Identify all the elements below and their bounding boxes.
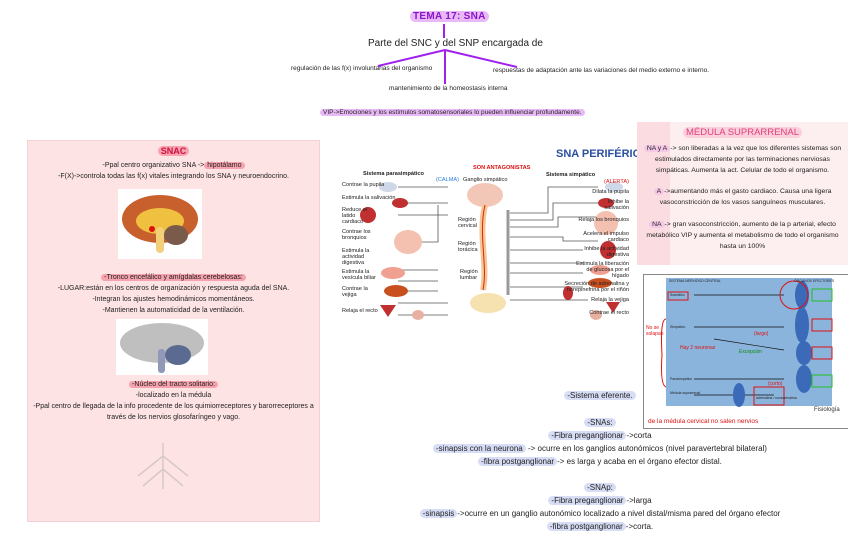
simp-effect: Estimula la liberación de glucosa por el…: [576, 261, 629, 279]
simp-effect: Contrae el recto: [589, 310, 629, 316]
snas-line: -sinapsis con la neurona -> ocurre en lo…: [380, 444, 820, 453]
ganglio-label: Ganglio simpático: [463, 177, 508, 183]
tronco-line: -LUGAR:están en los centros de organizac…: [57, 285, 290, 292]
nucleo-line: -Ppal centro de llegada de la info proce…: [33, 403, 314, 410]
nucleo-line: través de los nervios glosofaríngeo y va…: [106, 414, 241, 421]
branch-regulacion: regulación de las f(x) involuntarias del…: [291, 65, 433, 72]
mindmap-connectors: [377, 24, 518, 84]
para-effect: Estimula la vesícula biliar: [342, 269, 376, 281]
caption-red: de la médula cervical no salen nervios: [648, 418, 759, 425]
snap-line: -Fibra preganglionar->larga: [380, 496, 820, 505]
medula-title: MÉDULA SUPRARRENAL: [683, 127, 802, 138]
snap-title: -SNAp:: [584, 483, 616, 492]
snap-line: -fibra postganglionar->corta.: [380, 522, 820, 531]
snas-line: -fibra postganglionar-> es larga y acaba…: [380, 457, 820, 466]
antagonistas-label: SON ANTAGONISTAS: [473, 165, 531, 171]
region-label: Región cervical: [458, 217, 477, 229]
medula-content: MÉDULA SUPRARRENAL NA y A-> son liberada…: [637, 122, 848, 265]
annotation: (largo): [754, 331, 769, 337]
vip-note: VIP->Emociones y los estímulos somatosen…: [320, 109, 585, 116]
sna-periferico-diagram: SON ANTAGONISTAS Sistema parasimpático S…: [338, 165, 633, 320]
simp-effect: Inhibe la actividad digestiva: [584, 246, 629, 258]
snac-title: SNAC: [157, 146, 190, 156]
medula-text: simpáticas. Aumenta la act. Celular de t…: [655, 167, 830, 174]
nucleo-heading: -Núcleo del tracto solitario:: [129, 381, 218, 388]
sna-diagram-graphics: [360, 182, 623, 320]
para-effect: Contrae la pupila: [342, 182, 385, 188]
annotation: adrenalina / noradrenalina: [756, 396, 797, 400]
annotation: (corto): [768, 381, 783, 387]
figure-row: Médula suprarrenal: [670, 391, 701, 395]
figure-row: Simpático: [670, 325, 686, 329]
hipotalamo-highlight: hipotálamo: [204, 162, 245, 169]
nerve-sketch-image: [137, 443, 189, 489]
figure-row: Parasimpático: [670, 377, 693, 381]
na-a-tag: NA y A: [643, 145, 671, 152]
simp-effect: Inhibe la salivación: [604, 199, 629, 211]
page-title: TEMA 17: SNA: [410, 11, 489, 22]
annotation: Hay 2 neuronas: [680, 345, 716, 351]
efferent-figure: SISTEMA NERVIOSO CENTRAL ÓRGANOS EFECTOR…: [643, 274, 848, 429]
brainstem-image: [116, 319, 208, 375]
figure-header-left: SISTEMA NERVIOSO CENTRAL: [669, 279, 721, 283]
figure-graphics: [661, 280, 833, 407]
simp-effect: Dilata la pupila: [592, 189, 629, 195]
a-tag: A: [653, 188, 665, 195]
calma-label: (CALMA): [436, 177, 459, 183]
simp-effect: Secreción de adrenalina y norepinefrina …: [564, 281, 629, 293]
na-tag: NA: [649, 221, 665, 228]
para-effect: Relaja el recto: [342, 308, 378, 314]
medula-text: metabólico VIP y aumenta el metabolismo …: [646, 232, 839, 239]
simp-effect: Relaja la vejiga: [591, 297, 629, 303]
subtitle: Parte del SNC y del SNP encargada de: [368, 38, 543, 49]
para-effect: Contrae los bronquios: [342, 229, 371, 241]
parasimpatico-label: Sistema parasimpático: [363, 171, 424, 177]
simp-effect: Acelera el impulso cardiaco: [583, 231, 629, 243]
branch-respuestas: respuestas de adaptación ante las variac…: [493, 67, 710, 74]
region-label: Región lumbar: [460, 269, 478, 281]
snas-line: -Fibra preganglionar->corta: [380, 431, 820, 440]
figure-row: Somático: [670, 293, 685, 297]
medula-text: -> son liberadas a la vez que los difere…: [670, 145, 842, 152]
simpatico-label: Sistema simpático: [546, 172, 596, 178]
snac-line1: -Ppal centro organizativo SNA ->: [102, 162, 205, 169]
brain-sagittal-image: [118, 189, 202, 259]
region-label: Región torácica: [458, 241, 478, 253]
para-effect: Reduce el latido cardiaco: [342, 207, 368, 225]
figure-header-right: ÓRGANOS EFECTORES: [794, 279, 835, 283]
para-effect: Contrae la vejiga: [342, 286, 368, 298]
medula-text: -> gran vasoconstricción, aumento de la …: [664, 221, 836, 228]
snac-line2: -F(X)->controla todas las f(x) vitales i…: [58, 173, 289, 180]
figure-credit: Fisiología: [814, 407, 840, 413]
nucleo-line: -localizado en la médula: [135, 392, 212, 399]
para-effect: Estimula la actividad digestiva: [342, 248, 370, 266]
medula-text: vasoconstricción de los vasos sanguíneos…: [659, 199, 826, 206]
annotation: No se solapan: [646, 325, 664, 337]
alerta-label: (ALERTA): [604, 179, 629, 185]
tronco-line: -Mantienen la automaticidad de la ventil…: [102, 307, 245, 314]
eferente-title: -Sistema eferente.: [564, 391, 636, 400]
sna-periferico-title: SNA PERIFÉRICO: [556, 148, 650, 160]
simp-effect: Relaja los bronquios: [578, 217, 629, 223]
snac-panel: SNAC -Ppal centro organizativo SNA ->hip…: [27, 140, 320, 522]
branch-homeostasis: mantenimiento de la homeostasis interna: [389, 85, 508, 92]
tronco-heading: -Tronco encefálico y amígdalas cerebelos…: [101, 274, 246, 281]
medula-text: estimulados directamente por las termina…: [655, 156, 830, 163]
medula-text: hasta un 100%: [719, 243, 766, 250]
para-effect: Estimula la salivación: [342, 195, 396, 201]
snas-title: -SNAs:: [584, 418, 616, 427]
medula-suprarrenal-panel: [637, 122, 848, 265]
snap-line: -sinapsis->ocurre en un ganglio autonómi…: [380, 509, 820, 518]
tronco-line: -Integran los ajustes hemodinámicos mome…: [92, 296, 255, 303]
annotation: Excepción: [739, 349, 763, 355]
medula-text: ->aumentando más el gasto cardiaco. Caus…: [664, 188, 832, 195]
